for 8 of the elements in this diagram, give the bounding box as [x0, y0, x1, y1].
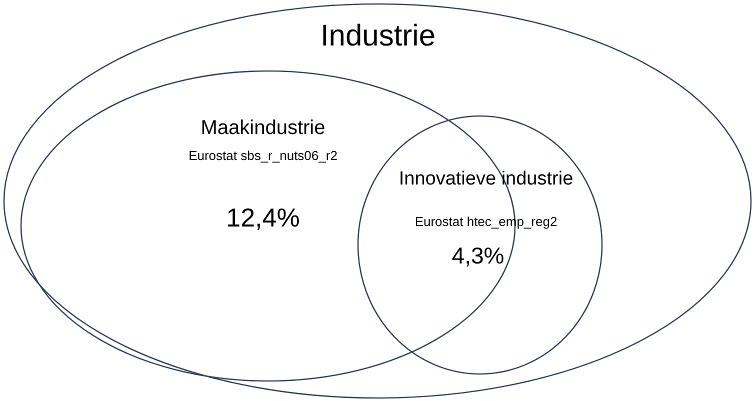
set-ellipse	[357, 115, 603, 375]
set-title: Industrie	[320, 20, 436, 52]
percentage-value: 12,4%	[226, 204, 300, 232]
percentage-value: 4,3%	[452, 243, 504, 269]
set-title: Innovatieve industrie	[398, 170, 574, 190]
source-label: Eurostat sbs_r_nuts06_r2	[188, 148, 338, 164]
set-ellipse	[3, 3, 752, 399]
set-title: Maakindustrie	[200, 117, 326, 139]
